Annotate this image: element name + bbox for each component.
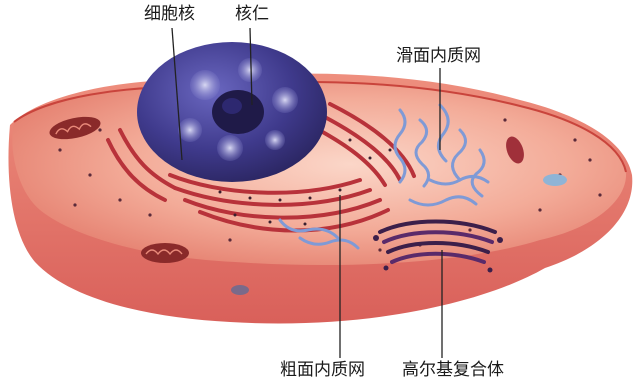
label-golgi: 高尔基复合体 bbox=[402, 362, 504, 379]
label-nucleus: 细胞核 bbox=[144, 6, 195, 23]
nucleus-structure bbox=[137, 42, 327, 182]
vesicle bbox=[543, 174, 567, 186]
label-smooth-er: 滑面内质网 bbox=[396, 48, 481, 65]
label-nucleolus: 核仁 bbox=[235, 6, 269, 23]
vesicle bbox=[231, 285, 249, 295]
label-rough-er: 粗面内质网 bbox=[280, 362, 365, 379]
